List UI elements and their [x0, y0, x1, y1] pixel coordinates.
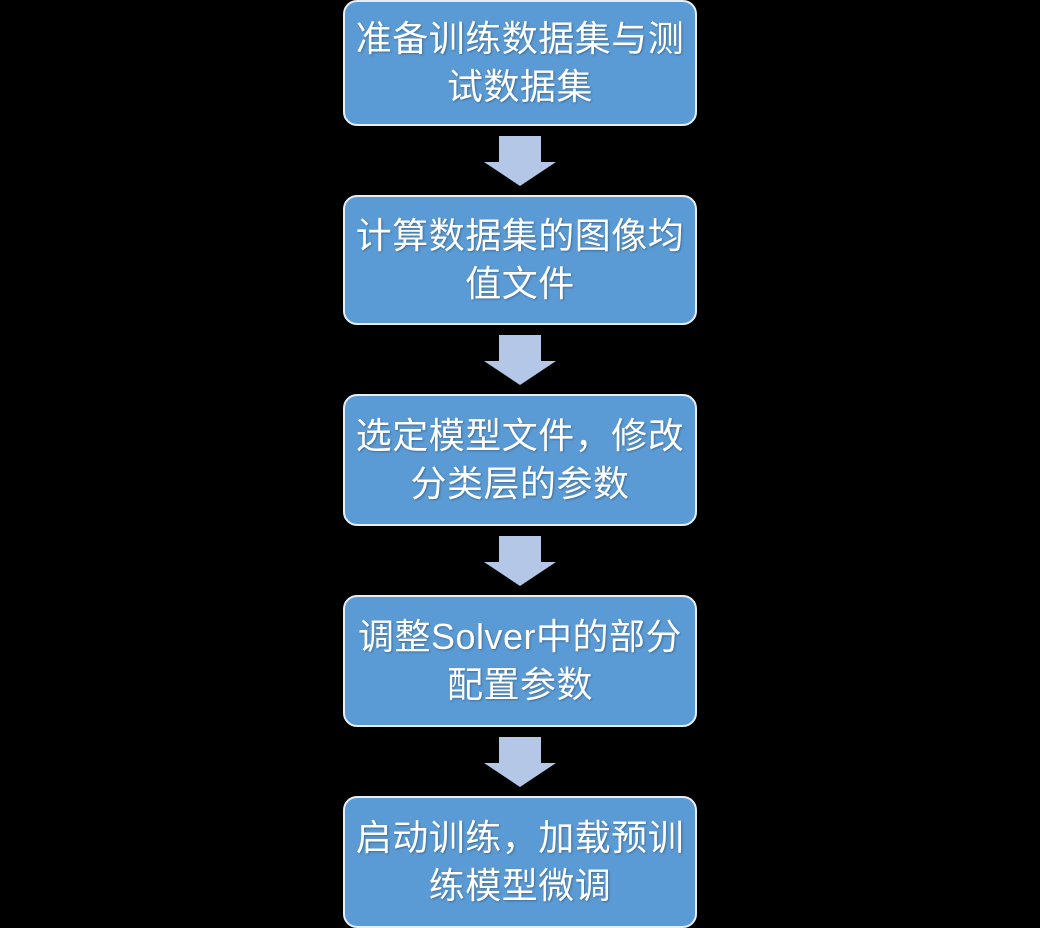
- flow-step-4: 调整Solver中的部分配置参数: [343, 595, 697, 727]
- flow-step-3: 选定模型文件，修改分类层的参数: [343, 394, 697, 526]
- flow-step-1: 准备训练数据集与测试数据集: [343, 0, 697, 126]
- flowchart-diagram: 准备训练数据集与测试数据集 计算数据集的图像均值文件 选定模型文件，修改分类层的…: [343, 0, 697, 928]
- down-arrow-icon-2: [475, 335, 565, 385]
- flowchart-column: 准备训练数据集与测试数据集 计算数据集的图像均值文件 选定模型文件，修改分类层的…: [343, 0, 697, 928]
- down-arrow-icon-1: [475, 136, 565, 186]
- flow-step-5: 启动训练，加载预训练模型微调: [343, 796, 697, 928]
- flow-step-2-label: 计算数据集的图像均值文件: [355, 215, 685, 304]
- flow-step-4-label: 调整Solver中的部分配置参数: [357, 616, 683, 705]
- flow-step-5-label: 启动训练，加载预训练模型微调: [355, 817, 685, 906]
- down-arrow-icon-3: [475, 536, 565, 586]
- flow-step-1-label: 准备训练数据集与测试数据集: [355, 18, 685, 107]
- down-arrow-icon-4: [475, 737, 565, 787]
- flow-step-2: 计算数据集的图像均值文件: [343, 195, 697, 325]
- flow-step-3-label: 选定模型文件，修改分类层的参数: [355, 415, 685, 504]
